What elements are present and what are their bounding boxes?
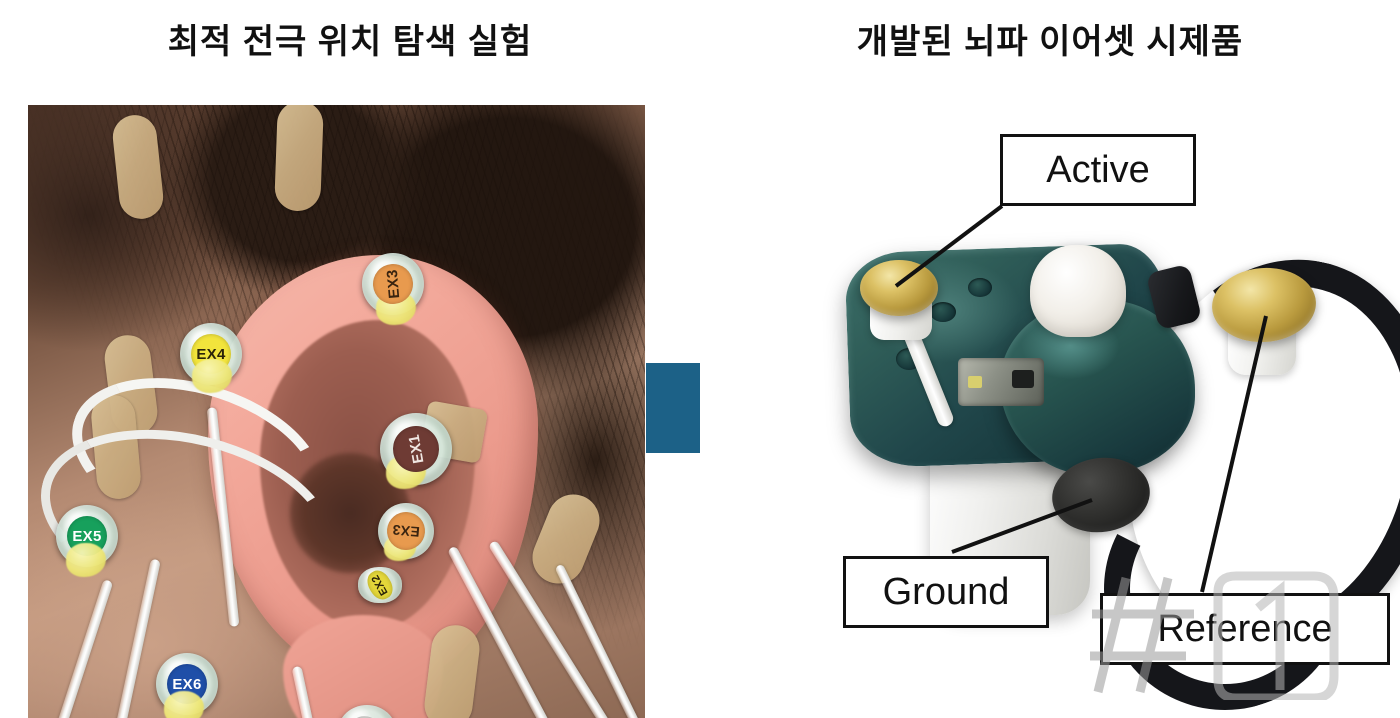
electrode-gel	[164, 691, 204, 718]
electrode-ex5: EX5	[56, 505, 118, 577]
earset-prototype-photo: Active Ground Reference	[700, 100, 1400, 718]
electrode-ex-bottom: EX	[338, 705, 396, 718]
electrode-gel	[66, 543, 106, 577]
electrode-ex6: EX6	[156, 653, 218, 718]
electrode-cap-label: EX2	[362, 566, 398, 604]
ear-lobe	[283, 615, 443, 718]
tape-strip	[274, 105, 324, 212]
pcb-led	[968, 376, 982, 388]
electrode-gel	[192, 359, 232, 393]
electrode-ex4: EX4	[180, 323, 242, 393]
screw-hole	[968, 278, 992, 297]
ear-electrode-photo: EX4 EX3 EX1 EX3 EX2 EX5 EX6 EX	[28, 105, 645, 718]
electrode-ex3-top: EX3	[362, 253, 424, 325]
silicone-ear-tip	[1030, 245, 1126, 337]
active-electrode-disc	[860, 260, 938, 316]
electrode-ex1: EX1	[380, 413, 452, 489]
callout-active: Active	[1000, 134, 1196, 206]
callout-ground: Ground	[843, 556, 1049, 628]
left-panel-title: 최적 전극 위치 탐색 실험	[167, 23, 533, 61]
electrode-ex2-canal: EX2	[358, 566, 402, 604]
electrode-cap-label: EX	[345, 710, 389, 718]
electrode-ex3-concha: EX3	[378, 503, 434, 561]
right-panel-title: 개발된 뇌파 이어셋 시제품	[856, 23, 1244, 61]
internal-pcb	[958, 358, 1044, 406]
pcb-chip	[1012, 370, 1034, 388]
screw-hole	[930, 302, 956, 322]
callout-reference: Reference	[1100, 593, 1390, 665]
